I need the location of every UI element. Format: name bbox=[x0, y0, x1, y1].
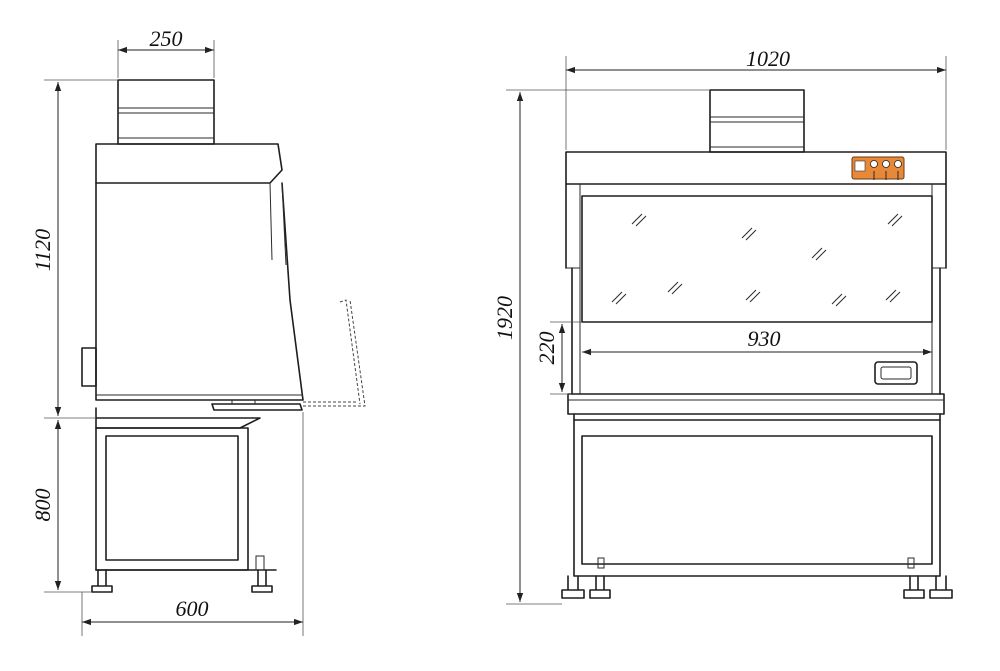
control-panel bbox=[851, 156, 905, 180]
dim-front-total-height: 1920 bbox=[492, 296, 517, 340]
front-base-frame bbox=[561, 413, 953, 599]
glass-sash bbox=[581, 195, 933, 323]
dim-side-duct-width: 250 bbox=[150, 26, 183, 51]
dim-side-upper-height: 1120 bbox=[30, 229, 55, 271]
side-base-frame bbox=[91, 417, 277, 593]
knob-icon bbox=[882, 160, 890, 168]
glass-reflection-marks bbox=[611, 213, 903, 307]
front-exhaust-duct bbox=[709, 89, 805, 153]
side-cabinet-body bbox=[81, 143, 304, 401]
knob-icon bbox=[894, 160, 902, 168]
dim-side-depth: 600 bbox=[176, 596, 209, 621]
dim-front-inner-width: 930 bbox=[748, 326, 781, 351]
front-top-housing bbox=[565, 151, 947, 185]
front-work-surface bbox=[567, 393, 945, 415]
front-view: 1020 1920 220 930 bbox=[492, 46, 953, 605]
side-view: 250 1120 800 600 bbox=[30, 26, 366, 636]
knob-icon bbox=[870, 160, 878, 168]
sash-handle bbox=[874, 361, 918, 385]
dim-front-width: 1020 bbox=[746, 46, 790, 71]
side-work-surface bbox=[95, 299, 366, 419]
side-dimensions: 250 1120 800 600 bbox=[30, 26, 304, 636]
side-exhaust-duct bbox=[117, 79, 215, 145]
dim-front-sash-opening: 220 bbox=[534, 332, 559, 365]
dim-side-base-height: 800 bbox=[30, 489, 55, 522]
front-dimensions: 1020 1920 220 930 bbox=[492, 46, 947, 605]
